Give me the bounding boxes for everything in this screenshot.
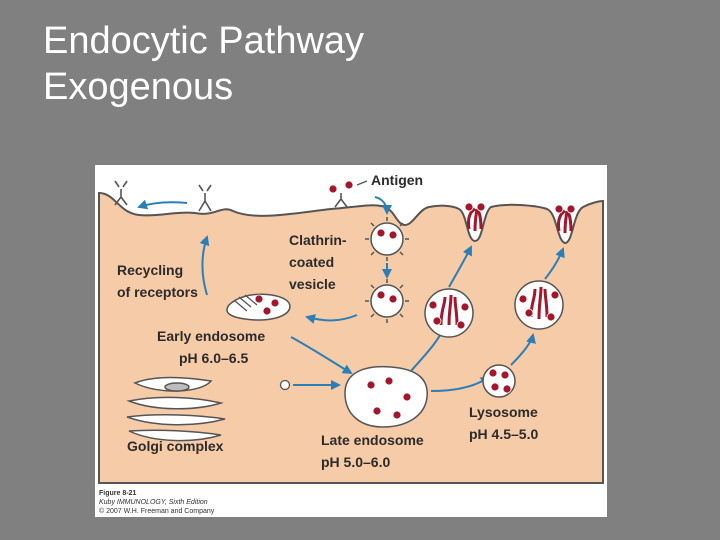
caption-figure-number: Figure 8-21 xyxy=(99,490,136,497)
arrow-vesicle-to-surface-right xyxy=(544,247,565,280)
arrow-vesicle-to-early-endosome xyxy=(305,314,358,324)
antigen-vesicle-right xyxy=(514,280,564,330)
caption-copyright: © 2007 W.H. Freeman and Company xyxy=(99,507,215,515)
late-endosome xyxy=(344,365,428,428)
label-recycling-line-1: Recycling xyxy=(117,262,183,278)
surface-receptor-1 xyxy=(114,180,128,206)
lysosome xyxy=(482,364,516,398)
label-lysosome-ph: pH 4.5–5.0 xyxy=(469,426,538,442)
antigen-vesicle-middle xyxy=(424,288,474,338)
arrow-receptor-recycling xyxy=(199,235,210,296)
label-clathrin-line-2: coated xyxy=(289,254,334,270)
label-antigen: Antigen xyxy=(371,172,423,188)
antigen-pointer xyxy=(356,180,368,186)
cytoplasm xyxy=(98,191,604,484)
golgi-complex xyxy=(126,376,226,442)
label-lysosome: Lysosome xyxy=(469,404,538,420)
slide-title: Endocytic Pathway Exogenous xyxy=(43,18,364,110)
golgi-vesicle xyxy=(279,379,291,391)
label-early-endosome: Early endosome xyxy=(157,328,265,344)
arrow-vesicle-to-surface-middle xyxy=(448,245,472,288)
antigen-particle xyxy=(344,180,354,190)
label-clathrin-line-3: vesicle xyxy=(289,276,336,292)
slide-title-line-2: Exogenous xyxy=(43,66,234,108)
surface-complex-right xyxy=(554,204,576,234)
antigen-particle xyxy=(328,184,338,194)
early-endosome xyxy=(226,293,291,321)
label-golgi-complex: Golgi complex xyxy=(127,438,224,454)
antigen-bound-receptor xyxy=(334,193,348,208)
surface-receptor-2 xyxy=(198,184,212,212)
pathway-diagram: Antigen Clathrin- coated vesicle xyxy=(98,172,604,515)
arrow-recycle-to-membrane xyxy=(137,199,188,210)
surface-complex-middle xyxy=(464,202,486,232)
caption-book-title: Kuby IMMUNOLOGY, Sixth Edition xyxy=(99,499,208,506)
arrow-lysosome-to-vesicle xyxy=(510,333,536,366)
clathrin-vesicle-budding xyxy=(365,217,409,261)
label-early-ph: pH 6.0–6.5 xyxy=(179,350,248,366)
label-clathrin-line-1: Clathrin- xyxy=(289,232,347,248)
clathrin-vesicle xyxy=(365,279,409,323)
arrow-early-to-late-endosome xyxy=(290,336,353,375)
endocytic-pathway-figure: Antigen Clathrin- coated vesicle xyxy=(95,165,607,517)
slide-title-line-1: Endocytic Pathway xyxy=(43,20,365,62)
label-late-ph: pH 5.0–6.0 xyxy=(321,454,390,470)
arrow-internalization xyxy=(374,196,392,215)
label-late-endosome: Late endosome xyxy=(321,432,424,448)
label-recycling-line-2: of receptors xyxy=(117,284,198,300)
